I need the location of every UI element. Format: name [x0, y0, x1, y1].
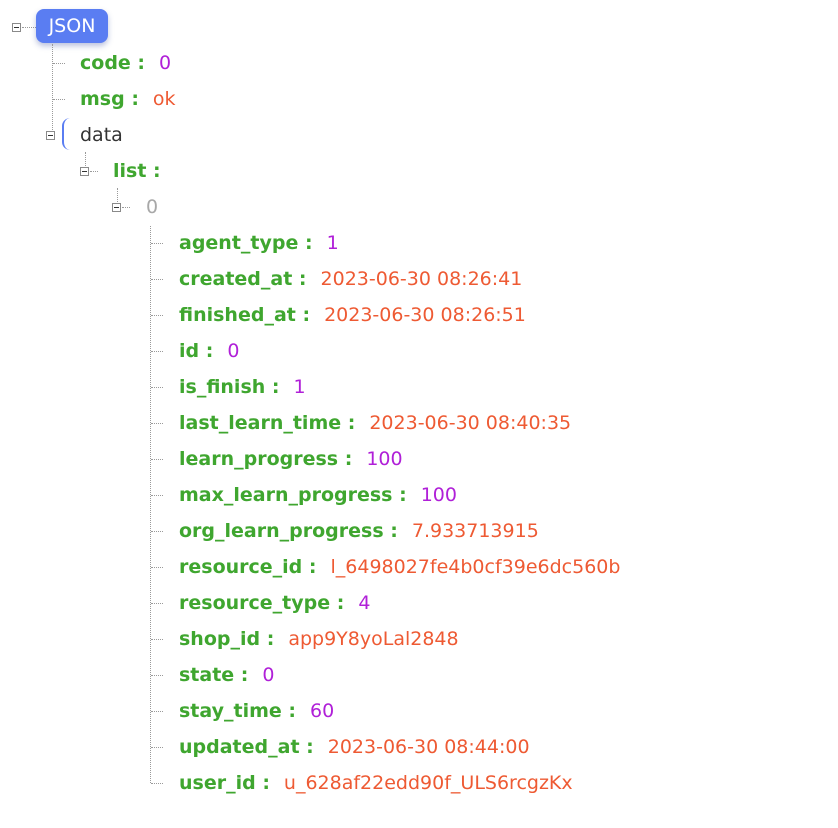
- field-row: max_learn_progress : 100: [179, 484, 457, 506]
- field-row: resource_id : l_6498027fe4b0cf39e6dc560b: [179, 556, 620, 578]
- field-value: 100: [366, 448, 403, 470]
- item-index-label: 0: [146, 196, 159, 218]
- tree-connector: [85, 152, 86, 166]
- field-key: learn_progress :: [179, 448, 353, 470]
- field-value: 60: [310, 700, 335, 722]
- field-value: l_6498027fe4b0cf39e6dc560b: [330, 556, 621, 578]
- item-index[interactable]: 0: [146, 196, 158, 218]
- tree-connector: [117, 188, 118, 202]
- collapse-data-toggle[interactable]: [46, 131, 55, 140]
- collapse-list-toggle[interactable]: [80, 167, 89, 176]
- field-key: agent_type :: [179, 232, 313, 254]
- tree-connector: [151, 243, 163, 244]
- field-value: app9Y8yoLal2848: [288, 628, 459, 650]
- tree-connector: [151, 675, 163, 676]
- field-key: resource_id :: [179, 556, 317, 578]
- field-code: code : 0: [80, 52, 171, 74]
- field-value: 4: [358, 592, 371, 614]
- tree-connector: [52, 44, 53, 130]
- tree-connector: [151, 603, 163, 604]
- tree-connector: [151, 639, 163, 640]
- field-row: finished_at : 2023-06-30 08:26:51: [179, 304, 526, 326]
- field-value: 1: [293, 376, 306, 398]
- field-value: 1: [326, 232, 339, 254]
- field-key: user_id :: [179, 772, 270, 794]
- tree-connector: [151, 423, 163, 424]
- list-node-label[interactable]: list :: [113, 160, 161, 182]
- tree-connector: [122, 207, 130, 208]
- tree-connector: [150, 226, 151, 783]
- tree-connector: [151, 351, 163, 352]
- collapse-root-toggle[interactable]: [12, 23, 21, 32]
- field-key: created_at :: [179, 268, 307, 290]
- field-key: shop_id :: [179, 628, 275, 650]
- field-key: stay_time :: [179, 700, 297, 722]
- field-key: resource_type :: [179, 592, 345, 614]
- field-key: msg :: [80, 88, 139, 110]
- field-key: max_learn_progress :: [179, 484, 407, 506]
- field-value: 2023-06-30 08:26:41: [320, 268, 523, 290]
- field-key: updated_at :: [179, 736, 314, 758]
- field-value: 2023-06-30 08:40:35: [369, 412, 572, 434]
- field-row: shop_id : app9Y8yoLal2848: [179, 628, 459, 650]
- field-value: 0: [159, 52, 172, 74]
- field-key: code :: [80, 52, 146, 74]
- field-value: 100: [420, 484, 457, 506]
- field-value: ok: [152, 88, 176, 110]
- field-row: learn_progress : 100: [179, 448, 403, 470]
- field-row: created_at : 2023-06-30 08:26:41: [179, 268, 522, 290]
- field-key: finished_at :: [179, 304, 311, 326]
- field-key: id :: [179, 340, 214, 362]
- tree-connector: [151, 567, 163, 568]
- tree-connector: [53, 63, 65, 64]
- field-row: state : 0: [179, 664, 275, 686]
- tree-connector: [151, 387, 163, 388]
- field-msg: msg : ok: [80, 88, 176, 110]
- field-value: 0: [227, 340, 240, 362]
- field-key: state :: [179, 664, 249, 686]
- collapse-item-0-toggle[interactable]: [112, 203, 121, 212]
- tree-connector: [151, 711, 163, 712]
- field-row: user_id : u_628af22edd90f_ULS6rcgzKx: [179, 772, 573, 794]
- tree-connector: [151, 279, 163, 280]
- tree-connector: [151, 747, 163, 748]
- field-row: agent_type : 1: [179, 232, 339, 254]
- field-value: 7.933713915: [411, 520, 539, 542]
- field-row: updated_at : 2023-06-30 08:44:00: [179, 736, 530, 758]
- root-node-badge[interactable]: JSON: [36, 9, 108, 43]
- tree-connector: [151, 495, 163, 496]
- field-row: stay_time : 60: [179, 700, 334, 722]
- data-node-label[interactable]: data: [80, 124, 123, 146]
- field-key: list :: [113, 160, 161, 182]
- tree-connector: [151, 783, 163, 784]
- field-row: is_finish : 1: [179, 376, 306, 398]
- field-row: org_learn_progress : 7.933713915: [179, 520, 539, 542]
- field-key: org_learn_progress :: [179, 520, 398, 542]
- field-value: 0: [262, 664, 275, 686]
- tree-connector: [90, 171, 98, 172]
- field-row: id : 0: [179, 340, 239, 362]
- tree-connector: [151, 315, 163, 316]
- tree-connector: [53, 99, 65, 100]
- object-brace: [62, 118, 72, 150]
- tree-connector: [151, 531, 163, 532]
- tree-connector: [151, 459, 163, 460]
- field-key: last_learn_time :: [179, 412, 356, 434]
- tree-connector: [22, 27, 36, 28]
- field-value: u_628af22edd90f_ULS6rcgzKx: [283, 772, 573, 794]
- field-key: is_finish :: [179, 376, 280, 398]
- field-value: 2023-06-30 08:44:00: [327, 736, 530, 758]
- field-row: last_learn_time : 2023-06-30 08:40:35: [179, 412, 571, 434]
- field-row: resource_type : 4: [179, 592, 370, 614]
- field-value: 2023-06-30 08:26:51: [324, 304, 526, 326]
